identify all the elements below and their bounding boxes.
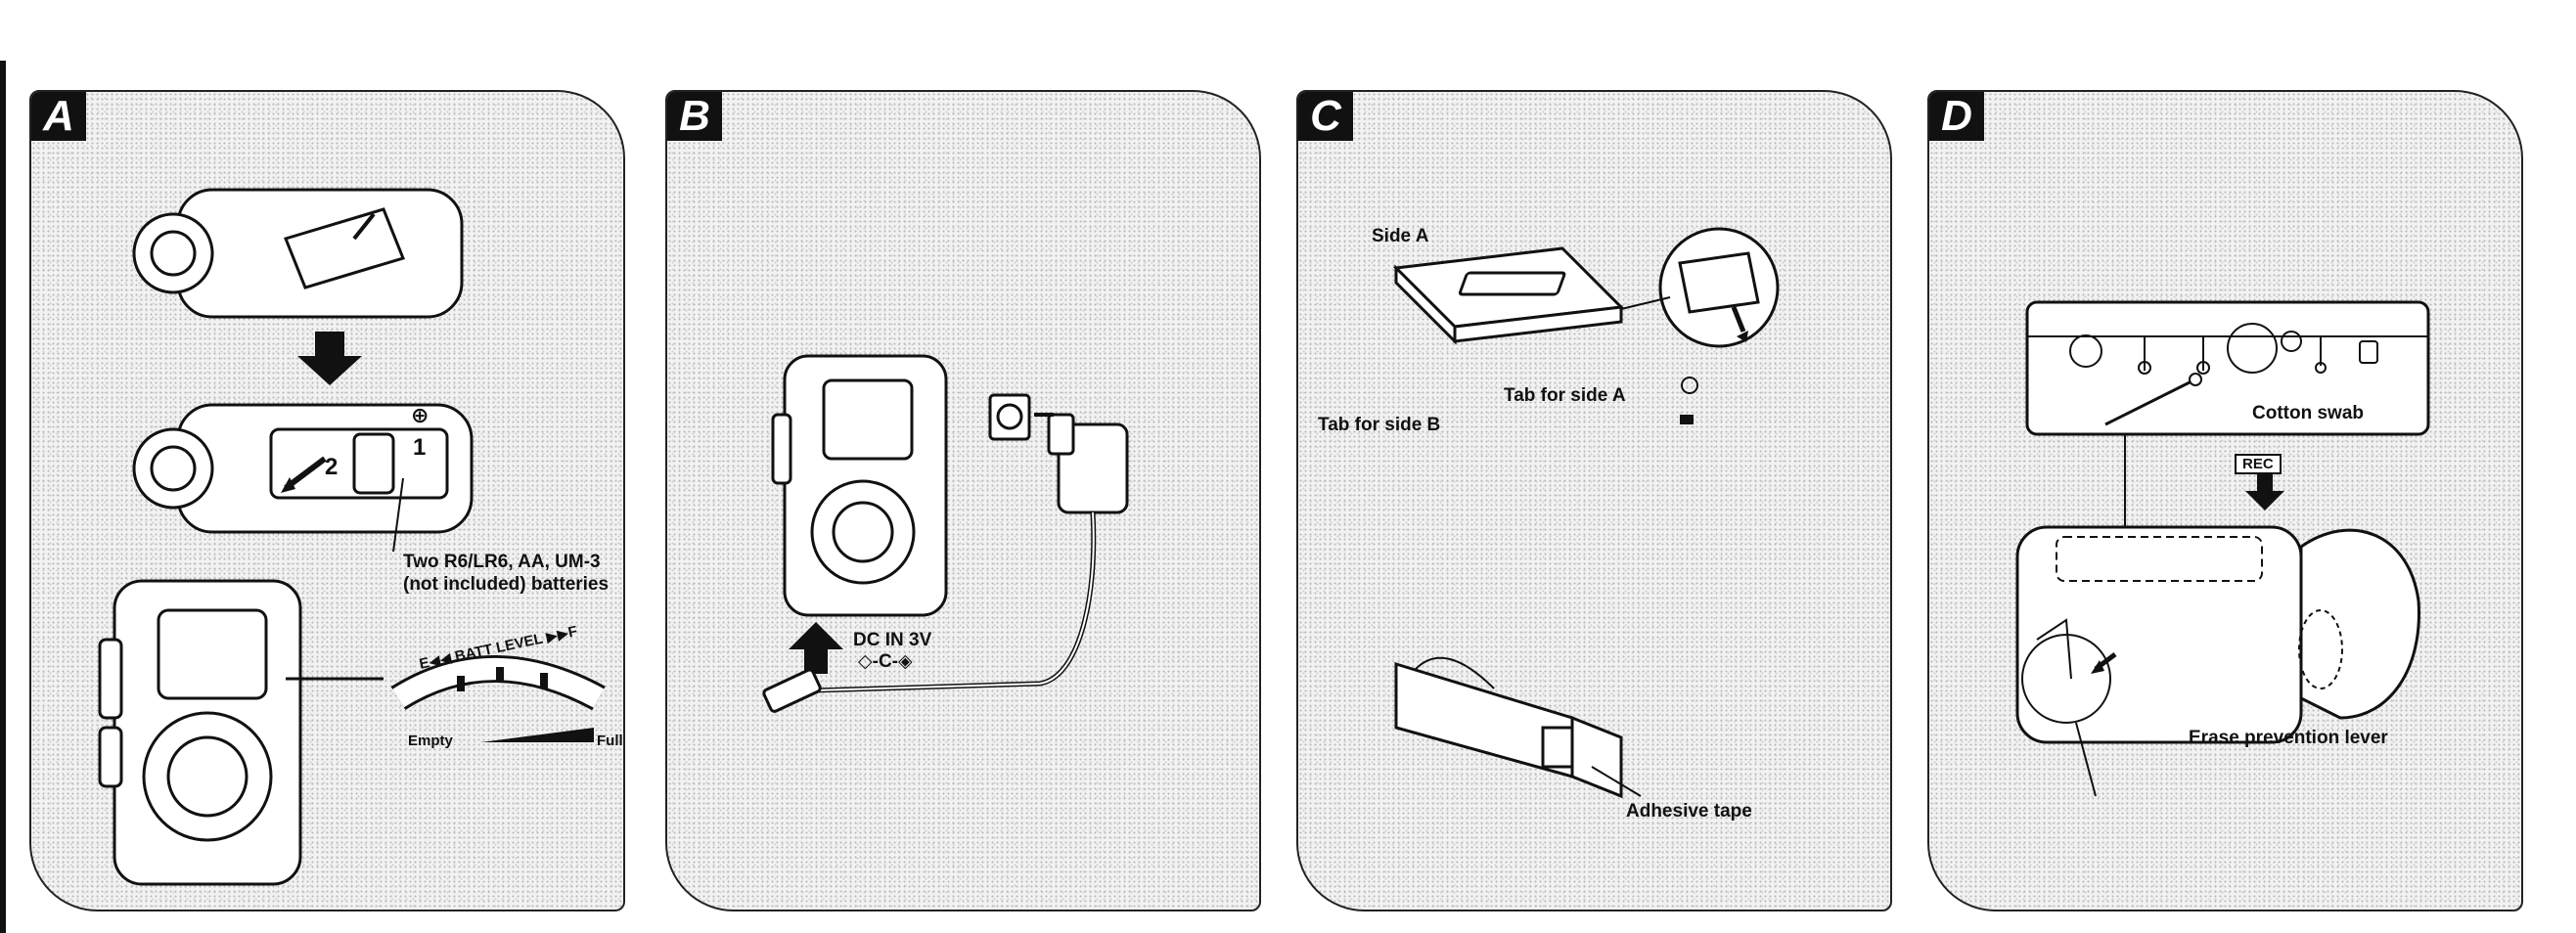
cassette-tab-illustration (1392, 227, 1780, 799)
ac-adapter-icon (988, 393, 1129, 514)
panel-b: B DC IN 3V ◇-C-◈ (665, 90, 1261, 911)
full-label: Full (597, 733, 623, 749)
rec-label: REC (2235, 454, 2282, 475)
panel-c: C Side A Tab for side A Tab for side B A… (1296, 90, 1892, 911)
tab-side-a-label: Tab for side A (1504, 385, 1626, 406)
tab-side-b-label: Tab for side B (1318, 415, 1441, 435)
cassette-icon (1392, 246, 1625, 345)
panel-letter-d: D (1929, 92, 1984, 141)
empty-label: Empty (408, 733, 453, 749)
plus-terminal-label: ⊕ (411, 403, 429, 427)
panel-a: A (29, 90, 625, 911)
polarity-label: ◇-C-◈ (858, 651, 913, 672)
up-arrow-icon (789, 622, 843, 674)
adhesive-tape-label: Adhesive tape (1626, 801, 1752, 822)
ac-adapter-illustration (762, 354, 1129, 713)
down-arrow-icon (297, 332, 362, 385)
cotton-swab-label: Cotton swab (2252, 403, 2364, 423)
battery-label-line2: (not included) batteries (403, 574, 610, 595)
head-cleaning-illustration (2015, 300, 2430, 797)
dc-in-label: DC IN 3V (853, 630, 932, 650)
panel-letter-a: A (31, 92, 86, 141)
panel-d: D Cotton swab REC Erase p (1927, 90, 2523, 911)
panel-letter-b: B (667, 92, 722, 141)
battery-label-line1: Two R6/LR6, AA, UM-3 (403, 552, 601, 572)
recorder-battery-illustration (98, 188, 606, 886)
page-edge-bar (0, 61, 6, 933)
panel-letter-c: C (1298, 92, 1353, 141)
down-arrow-icon (2245, 473, 2284, 511)
step-2-label: 2 (325, 454, 339, 480)
side-a-label: Side A (1372, 226, 1429, 246)
step-1-label: 1 (413, 434, 427, 461)
erase-prevention-lever-label: Erase prevention lever (2189, 728, 2388, 748)
